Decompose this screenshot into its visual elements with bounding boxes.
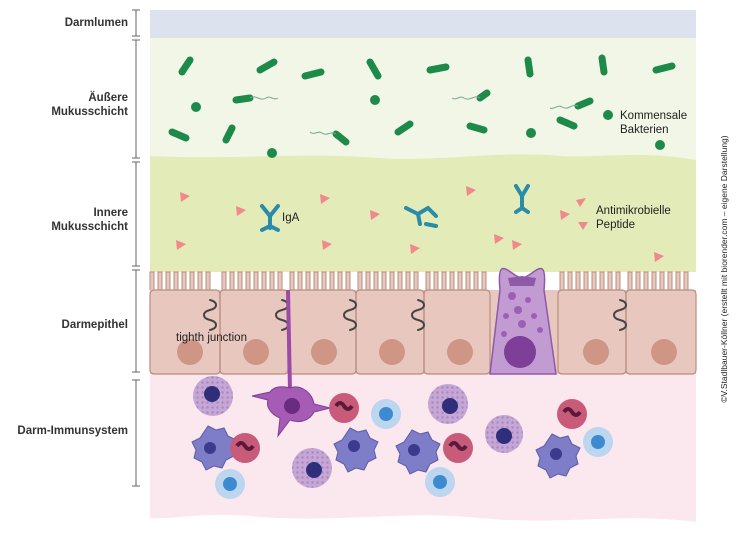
- iga-antibodies: [260, 184, 530, 232]
- epithelial-nuclei: [177, 339, 677, 365]
- annotation-tight-junction: tighth junction: [176, 332, 247, 344]
- label-darmlumen: Darmlumen: [64, 17, 128, 29]
- bacteria-flagella: [249, 96, 579, 135]
- cocci-bacteria: [191, 95, 665, 158]
- antimicrobial-peptides: [176, 186, 664, 262]
- image-credit: ©V.Stadlbauer-Köllner (erstellt mit bior…: [719, 135, 729, 403]
- annotation-antimicrobial-peptides: Antimikrobielle Peptide: [596, 205, 671, 231]
- outer-mucus-layer: [150, 38, 696, 160]
- lymphocyte-cell: [215, 399, 613, 499]
- layer-brackets: [132, 9, 140, 487]
- epithelial-cell-borders: [149, 289, 697, 375]
- label-innere-mukusschicht: Innere Mukusschicht: [51, 207, 128, 233]
- immune-cells: [191, 289, 613, 499]
- annotation-iga: IgA: [282, 212, 300, 224]
- commensal-bacteria: [168, 54, 676, 146]
- goblet-cell: [489, 267, 557, 375]
- label-aeussere-mukusschicht: Äußere Mukusschicht: [51, 92, 128, 118]
- label-darmepithel: Darmepithel: [61, 319, 128, 331]
- lumen-layer: [150, 10, 696, 38]
- microvilli: [149, 271, 689, 290]
- neutrophil-cell: [230, 393, 587, 463]
- annotation-commensal-bacteria: Kommensale Bakterien: [620, 110, 688, 136]
- label-darm-immunsystem: Darm-Immunsystem: [17, 425, 128, 437]
- dendritic-cell: [251, 289, 331, 438]
- epithelium-layer: [149, 267, 697, 375]
